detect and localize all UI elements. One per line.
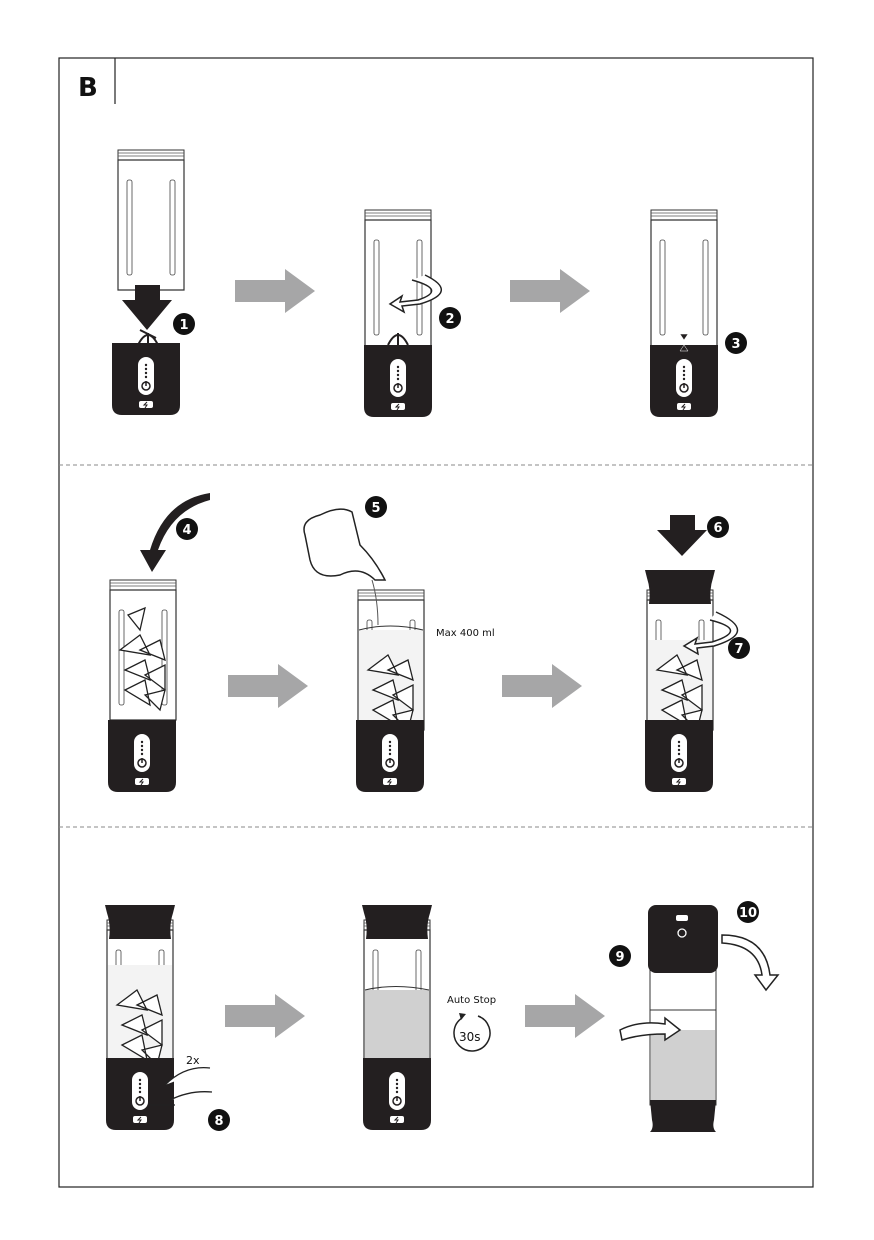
next-arrow-icon	[228, 664, 308, 708]
next-arrow-icon	[225, 994, 305, 1038]
rotate-arrow-icon	[682, 611, 739, 656]
step-badge: 4	[176, 518, 198, 540]
next-arrow-icon	[235, 269, 315, 313]
hand-icon	[150, 1066, 213, 1106]
auto-stop-illustration: Auto Stop 30s	[362, 905, 496, 1131]
svg-text:7: 7	[734, 642, 743, 657]
step-badge: 7	[728, 637, 750, 659]
step-5-illustration: Max 400 ml	[303, 508, 495, 793]
lift-arrow-icon	[721, 934, 780, 992]
curved-arrow-icon	[140, 493, 210, 572]
step-1-illustration	[111, 149, 185, 416]
page-frame	[58, 57, 814, 1188]
svg-text:10: 10	[739, 906, 757, 921]
svg-text:4: 4	[182, 523, 191, 538]
section-letter: B	[78, 73, 98, 103]
auto-stop-label: Auto Stop	[447, 995, 496, 1006]
svg-text:9: 9	[615, 950, 624, 965]
rotate-arrow-icon	[388, 274, 442, 314]
step-3-illustration	[649, 209, 719, 418]
down-arrow-icon	[657, 515, 707, 556]
align-marks-icon	[679, 333, 689, 352]
svg-text:3: 3	[731, 337, 740, 352]
auto-stop-time: 30s	[459, 1030, 481, 1044]
timer-icon	[453, 1015, 491, 1052]
svg-text:2: 2	[445, 312, 454, 327]
step-2-illustration	[363, 209, 442, 418]
step-badge: 8	[208, 1109, 230, 1131]
svg-text:5: 5	[371, 501, 380, 516]
step-6-7-illustration	[644, 515, 739, 793]
next-arrow-icon	[510, 269, 590, 313]
svg-text:6: 6	[713, 521, 722, 536]
blade-icon	[137, 329, 159, 346]
next-arrow-icon	[525, 994, 605, 1038]
svg-text:1: 1	[179, 318, 188, 333]
step-badge: 9	[609, 945, 631, 967]
step-badge: 2	[439, 307, 461, 329]
svg-text:8: 8	[214, 1114, 223, 1129]
step-9-10-illustration	[619, 905, 780, 1132]
down-arrow-icon	[122, 285, 172, 330]
press-count-label: 2x	[186, 1054, 200, 1067]
step-badge: 6	[707, 516, 729, 538]
max-fill-label: Max 400 ml	[436, 628, 495, 639]
next-arrow-icon	[502, 664, 582, 708]
step-badge: 3	[725, 332, 747, 354]
pitcher-icon	[303, 508, 387, 581]
step-8-illustration: 2x	[105, 905, 213, 1131]
step-badge: 1	[173, 313, 195, 335]
rotate-arrow-icon	[619, 1016, 682, 1042]
step-badge: 10	[737, 901, 759, 923]
step-4-illustration	[107, 493, 210, 793]
step-badge: 5	[365, 496, 387, 518]
